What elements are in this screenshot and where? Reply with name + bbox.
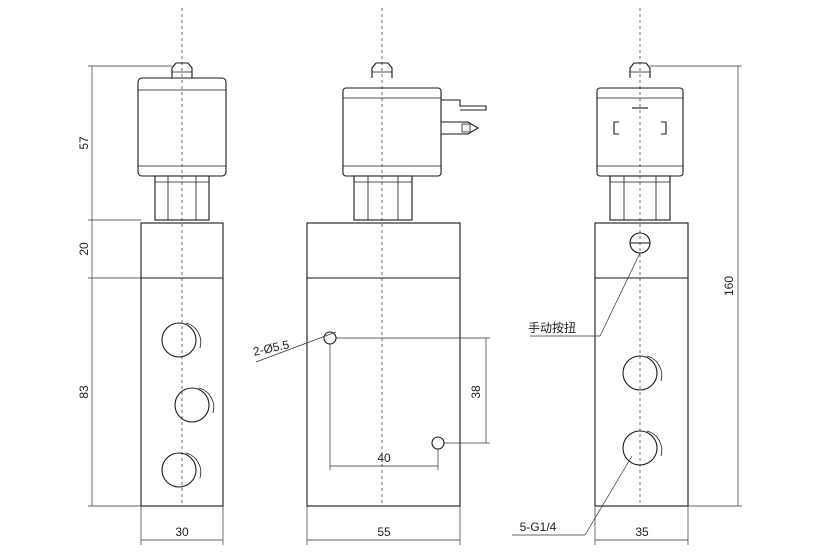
dim-83: 83 <box>77 385 91 399</box>
dim-35: 35 <box>635 525 649 539</box>
mount-holes-label: 2-Ø5.5 <box>252 337 291 358</box>
ports-label: 5-G1/4 <box>520 520 557 534</box>
dim-55: 55 <box>377 525 391 539</box>
front-view: 2-Ø5.5 38 40 55 <box>252 8 490 545</box>
left-view: 57 20 83 30 <box>77 8 227 545</box>
dim-20: 20 <box>77 242 91 256</box>
dim-40: 40 <box>377 451 391 465</box>
right-view: 160 手动按扭 5-G1/4 35 <box>512 8 742 545</box>
dim-57: 57 <box>77 136 91 150</box>
dim-160: 160 <box>722 276 736 296</box>
dim-30: 30 <box>175 525 189 539</box>
dim-38: 38 <box>469 385 483 399</box>
manual-button-label: 手动按扭 <box>528 321 576 335</box>
